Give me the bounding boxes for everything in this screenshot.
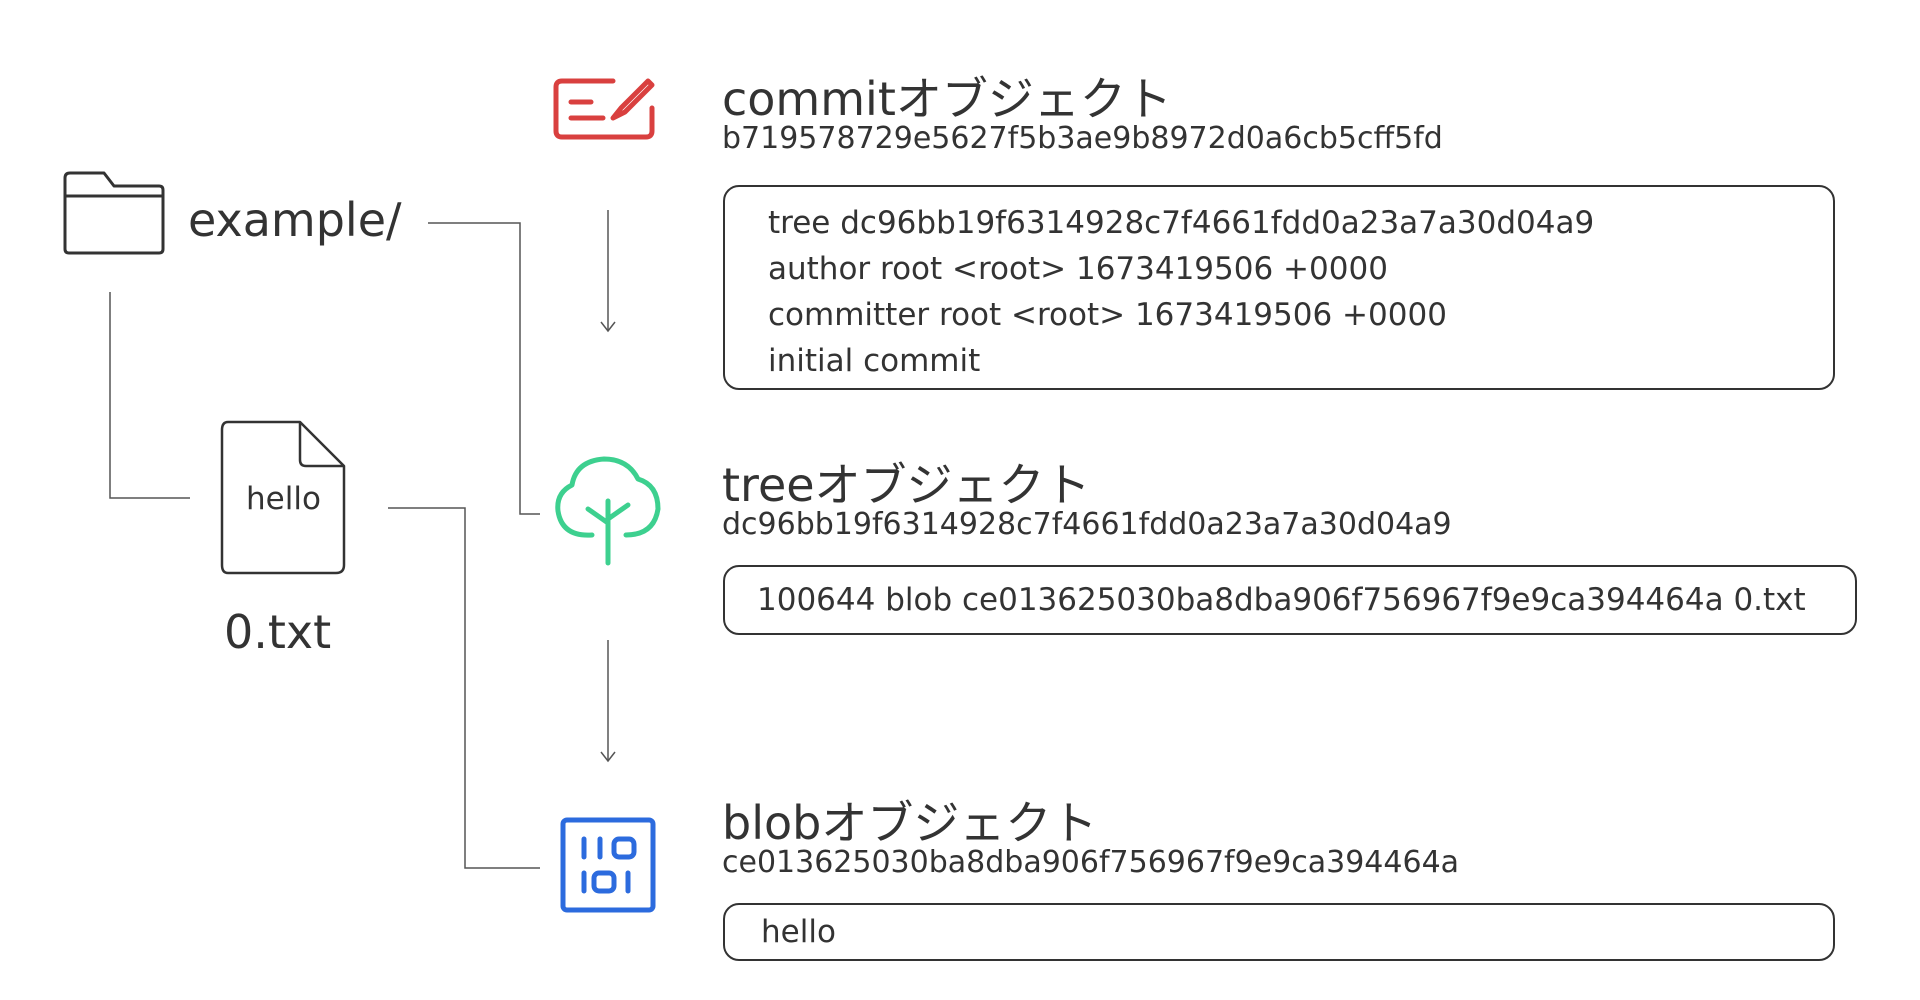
folder-name: example/: [188, 193, 402, 247]
commit-content-line: author root <root> 1673419506 +0000: [768, 251, 1388, 287]
folder-to-file-connector: [109, 292, 190, 499]
binary-icon: [560, 817, 656, 917]
commit-content-line: tree dc96bb19f6314928c7f4661fdd0a23a7a30…: [768, 205, 1595, 241]
blob-content-box: hello: [723, 903, 1835, 961]
blob-hash: ce013625030ba8dba906f756967f9e9ca394464a: [722, 845, 1460, 880]
file-name: 0.txt: [224, 605, 332, 659]
commit-card-icon: [553, 78, 655, 144]
file-icon: [220, 420, 346, 579]
tree-title: treeオブジェクト: [722, 458, 1091, 512]
tree-hash: dc96bb19f6314928c7f4661fdd0a23a7a30d04a9: [722, 507, 1452, 542]
commit-hash: b719578729e5627f5b3ae9b8972d0a6cb5cff5fd: [722, 121, 1443, 156]
commit-content-box: tree dc96bb19f6314928c7f4661fdd0a23a7a30…: [723, 185, 1835, 390]
folder-to-tree-connector: [428, 222, 540, 515]
file-to-blob-connector: [388, 507, 540, 869]
commit-content-line: committer root <root> 1673419506 +0000: [768, 297, 1447, 333]
tree-content-line: 100644 blob ce013625030ba8dba906f756967f…: [757, 582, 1806, 618]
file-content-preview: hello: [246, 481, 321, 517]
tree-content-box: 100644 blob ce013625030ba8dba906f756967f…: [723, 565, 1857, 635]
blob-title: blobオブジェクト: [722, 796, 1098, 850]
commit-content-line: initial commit: [768, 343, 981, 379]
tree-icon: [552, 455, 664, 571]
folder-icon: [62, 170, 166, 260]
blob-content-line: hello: [761, 914, 836, 950]
commit-title: commitオブジェクト: [722, 72, 1172, 126]
